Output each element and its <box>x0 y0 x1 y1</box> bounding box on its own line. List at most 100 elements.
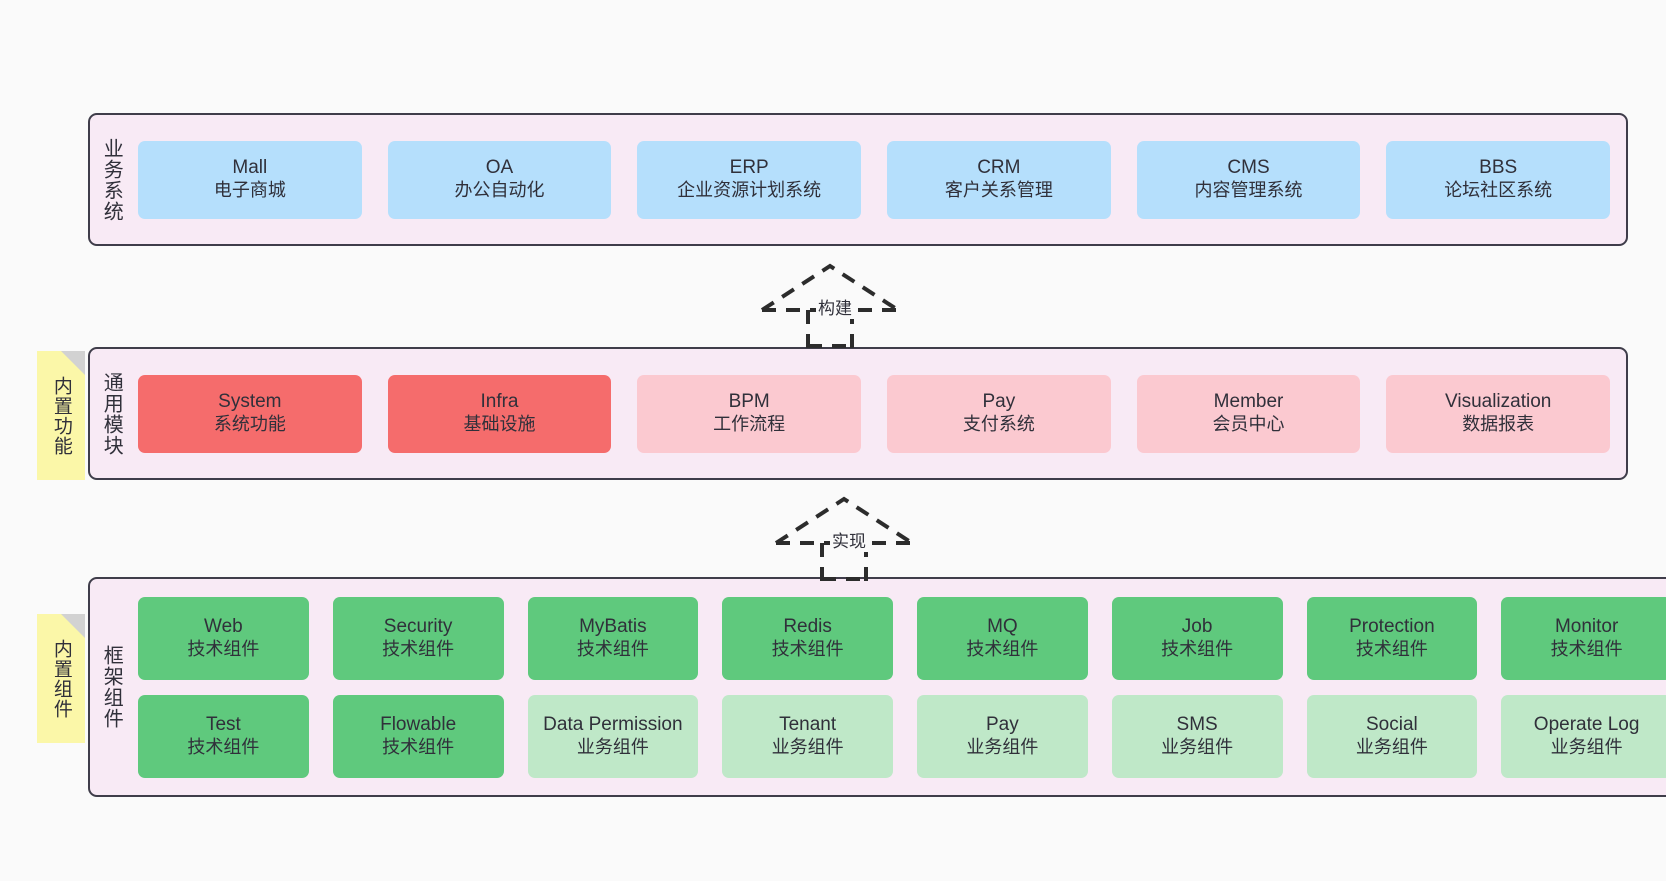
card-mall[interactable]: Mall 电子商城 <box>138 140 362 219</box>
card-bpm[interactable]: BPM 工作流程 <box>637 374 862 453</box>
card-data-permission[interactable]: Data Permission 业务组件 <box>527 694 699 778</box>
layer-body-business-system: Mall 电子商城 OA 办公自动化 ERP 企业资源计划系统 CRM 客户关系… <box>132 115 1626 244</box>
card-title-cn: 业务组件 <box>1355 736 1428 757</box>
card-title-en: CRM <box>977 157 1021 179</box>
card-title-en: Infra <box>480 391 519 413</box>
note-builtin-components: 内置组件 <box>37 614 85 743</box>
layer-business-system: 业务系统 Mall 电子商城 OA 办公自动化 ERP 企业资源计划系统 CRM… <box>88 113 1628 246</box>
layer-framework-component: 框架组件 Web 技术组件 Security 技术组件 MyBatis 技术组件… <box>88 577 1666 797</box>
card-title-en: Pay <box>982 391 1016 413</box>
card-title-en: Web <box>204 615 243 637</box>
card-test[interactable]: Test 技术组件 <box>138 694 309 778</box>
card-title-en: Redis <box>783 615 832 637</box>
card-title-en: Mall <box>232 157 268 179</box>
card-operate-log[interactable]: Operate Log 业务组件 <box>1501 694 1666 778</box>
card-title-en: Pay <box>986 713 1019 735</box>
card-title-cn: 技术组件 <box>187 736 260 757</box>
card-title-en: Member <box>1213 391 1284 413</box>
card-row: System 系统功能 Infra 基础设施 BPM 工作流程 Pay 支付系统… <box>138 374 1611 453</box>
card-redis[interactable]: Redis 技术组件 <box>722 596 893 680</box>
note-fold-corner-icon <box>61 351 85 375</box>
card-title-cn: 办公自动化 <box>454 180 545 201</box>
card-title-cn: 业务组件 <box>576 736 649 757</box>
card-job[interactable]: Job 技术组件 <box>1111 596 1283 680</box>
card-sms[interactable]: SMS 业务组件 <box>1111 694 1283 778</box>
card-title-en: OA <box>485 157 514 179</box>
card-title-en: Operate Log <box>1533 713 1640 735</box>
card-title-en: System <box>218 391 282 413</box>
card-infra[interactable]: Infra 基础设施 <box>387 374 612 453</box>
layer-title-common-module: 通用模块 <box>100 371 123 456</box>
card-protection[interactable]: Protection 技术组件 <box>1306 596 1478 680</box>
card-cms[interactable]: CMS 内容管理系统 <box>1136 140 1361 219</box>
connector-implement: 实现 <box>770 493 920 581</box>
card-title-en: BPM <box>728 391 770 413</box>
card-system[interactable]: System 系统功能 <box>138 374 362 453</box>
card-title-cn: 客户关系管理 <box>944 180 1053 201</box>
card-title-cn: 技术组件 <box>1550 638 1623 659</box>
card-title-cn: 技术组件 <box>771 638 844 659</box>
card-oa[interactable]: OA 办公自动化 <box>387 140 612 219</box>
card-flowable[interactable]: Flowable 技术组件 <box>332 694 504 778</box>
card-web[interactable]: Web 技术组件 <box>138 596 309 680</box>
card-bbs[interactable]: BBS 论坛社区系统 <box>1386 140 1611 219</box>
card-security[interactable]: Security 技术组件 <box>332 596 504 680</box>
card-monitor[interactable]: Monitor 技术组件 <box>1501 596 1666 680</box>
card-title-en: MQ <box>987 615 1018 637</box>
note-label: 内置功能 <box>50 375 72 456</box>
card-title-cn: 技术组件 <box>1161 638 1234 659</box>
card-title-cn: 技术组件 <box>382 638 455 659</box>
card-title-cn: 技术组件 <box>382 736 455 757</box>
card-title-en: CMS <box>1227 157 1270 179</box>
card-title-cn: 基础设施 <box>463 414 536 435</box>
card-title-en: Security <box>383 615 453 637</box>
card-erp[interactable]: ERP 企业资源计划系统 <box>637 140 862 219</box>
layer-body-common-module: System 系统功能 Infra 基础设施 BPM 工作流程 Pay 支付系统… <box>132 349 1626 478</box>
card-title-cn: 业务组件 <box>1550 736 1623 757</box>
note-builtin-features: 内置功能 <box>37 351 85 480</box>
card-visualization[interactable]: Visualization 数据报表 <box>1386 374 1611 453</box>
card-title-en: Flowable <box>380 713 457 735</box>
card-social[interactable]: Social 业务组件 <box>1306 694 1478 778</box>
layer-common-module: 通用模块 System 系统功能 Infra 基础设施 BPM 工作流程 Pay… <box>88 347 1628 480</box>
layer-body-framework-component: Web 技术组件 Security 技术组件 MyBatis 技术组件 Redi… <box>132 579 1666 795</box>
card-title-en: ERP <box>729 157 769 179</box>
card-mq[interactable]: MQ 技术组件 <box>917 596 1088 680</box>
card-title-cn: 论坛社区系统 <box>1444 180 1553 201</box>
card-pay-component[interactable]: Pay 业务组件 <box>917 694 1088 778</box>
card-title-cn: 技术组件 <box>1355 638 1428 659</box>
note-label: 内置组件 <box>50 638 72 719</box>
card-title-en: Test <box>205 713 241 735</box>
card-crm[interactable]: CRM 客户关系管理 <box>887 140 1111 219</box>
card-title-en: MyBatis <box>579 615 647 637</box>
layer-title-framework-component: 框架组件 <box>100 645 123 729</box>
card-title-cn: 企业资源计划系统 <box>677 180 822 201</box>
card-title-cn: 数据报表 <box>1462 414 1535 435</box>
card-title-cn: 电子商城 <box>213 180 286 201</box>
card-title-en: SMS <box>1176 713 1218 735</box>
connector-build: 构建 <box>756 260 906 348</box>
layer-title-business-system: 业务系统 <box>100 137 123 222</box>
card-title-en: Monitor <box>1554 615 1619 637</box>
card-title-cn: 系统功能 <box>213 414 286 435</box>
card-title-cn: 技术组件 <box>576 638 649 659</box>
card-tenant[interactable]: Tenant 业务组件 <box>722 694 893 778</box>
card-title-en: Data Permission <box>543 713 683 735</box>
card-pay-module[interactable]: Pay 支付系统 <box>887 374 1111 453</box>
card-row: Mall 电子商城 OA 办公自动化 ERP 企业资源计划系统 CRM 客户关系… <box>138 140 1611 219</box>
card-row: Test 技术组件 Flowable 技术组件 Data Permission … <box>138 694 1666 778</box>
card-title-cn: 业务组件 <box>1161 736 1234 757</box>
card-mybatis[interactable]: MyBatis 技术组件 <box>527 596 699 680</box>
connector-implement-label: 实现 <box>830 527 868 552</box>
card-title-cn: 内容管理系统 <box>1194 180 1303 201</box>
card-title-cn: 业务组件 <box>966 736 1039 757</box>
card-title-en: Visualization <box>1445 391 1552 413</box>
card-title-cn: 业务组件 <box>771 736 844 757</box>
card-title-en: Tenant <box>779 713 837 735</box>
card-title-cn: 支付系统 <box>962 414 1035 435</box>
card-title-en: Protection <box>1349 615 1435 637</box>
card-title-en: BBS <box>1479 157 1518 179</box>
card-title-cn: 技术组件 <box>966 638 1039 659</box>
card-member[interactable]: Member 会员中心 <box>1136 374 1361 453</box>
